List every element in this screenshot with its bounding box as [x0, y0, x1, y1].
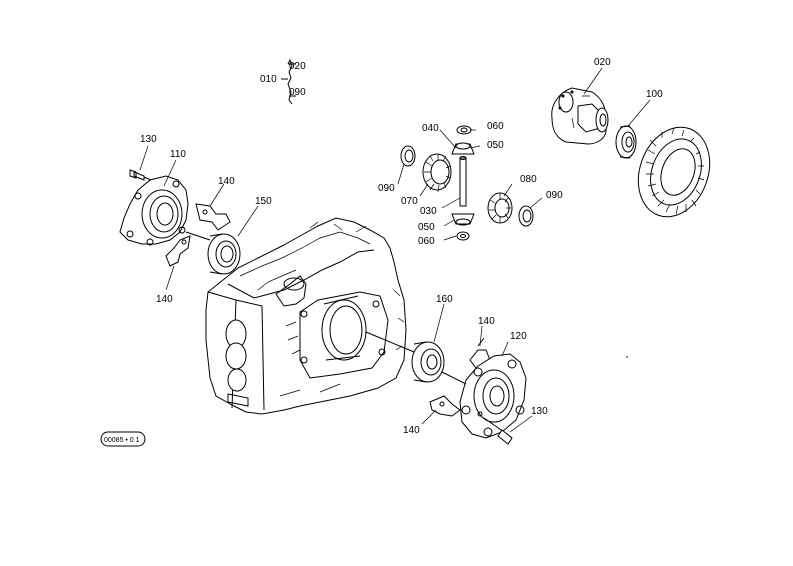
leader-lines [139, 67, 651, 433]
stray-dot [626, 356, 628, 358]
label-120: 120 [510, 331, 527, 342]
label-160: 160 [436, 294, 453, 305]
label-060-top: 060 [487, 121, 504, 132]
label-070: 070 [401, 196, 418, 207]
label-150: 150 [255, 196, 272, 207]
shim-140-bottom [429, 395, 461, 417]
label-140-left: 140 [156, 294, 173, 305]
ref-code-box [100, 431, 146, 447]
label-140-bottom: 140 [403, 425, 420, 436]
axis-line-left [185, 231, 211, 241]
label-100: 100 [646, 89, 663, 100]
bearing-100-part [615, 125, 637, 159]
label-040: 040 [422, 123, 439, 134]
label-140-right: 140 [478, 316, 495, 327]
flange-120-part [459, 353, 527, 439]
ref-code-text: 00085 • 0 1 [104, 437, 140, 444]
flange-110-part [119, 175, 189, 246]
label-090-right: 090 [546, 190, 563, 201]
bearing-150-part [207, 233, 241, 275]
label-020-kit: 020 [289, 61, 306, 72]
label-090-left: 090 [378, 183, 395, 194]
shim-140-top [195, 203, 231, 231]
label-060-bottom: 060 [418, 236, 435, 247]
shim-140-left [165, 235, 191, 267]
transmission-housing [205, 217, 415, 415]
label-130-top: 130 [140, 134, 157, 145]
ring-gear-part [637, 126, 711, 218]
label-030: 030 [420, 206, 437, 217]
label-140-top: 140 [218, 176, 235, 187]
label-050-bottom: 050 [418, 222, 435, 233]
label-110: 110 [170, 149, 186, 160]
axis-line-right [441, 371, 467, 385]
label-020: 020 [594, 57, 611, 68]
label-080: 080 [520, 174, 537, 185]
bolt-130-bottom [477, 411, 513, 445]
label-130-bottom: 130 [531, 406, 548, 417]
differential-case-part [551, 87, 609, 145]
bearing-160-part [411, 341, 445, 383]
kit-bracket-010 [281, 58, 296, 105]
spider-gear-assembly [400, 125, 534, 241]
label-050-top: 050 [487, 140, 504, 151]
label-010: 010 [260, 74, 277, 85]
label-090-kit: 090 [289, 87, 306, 98]
